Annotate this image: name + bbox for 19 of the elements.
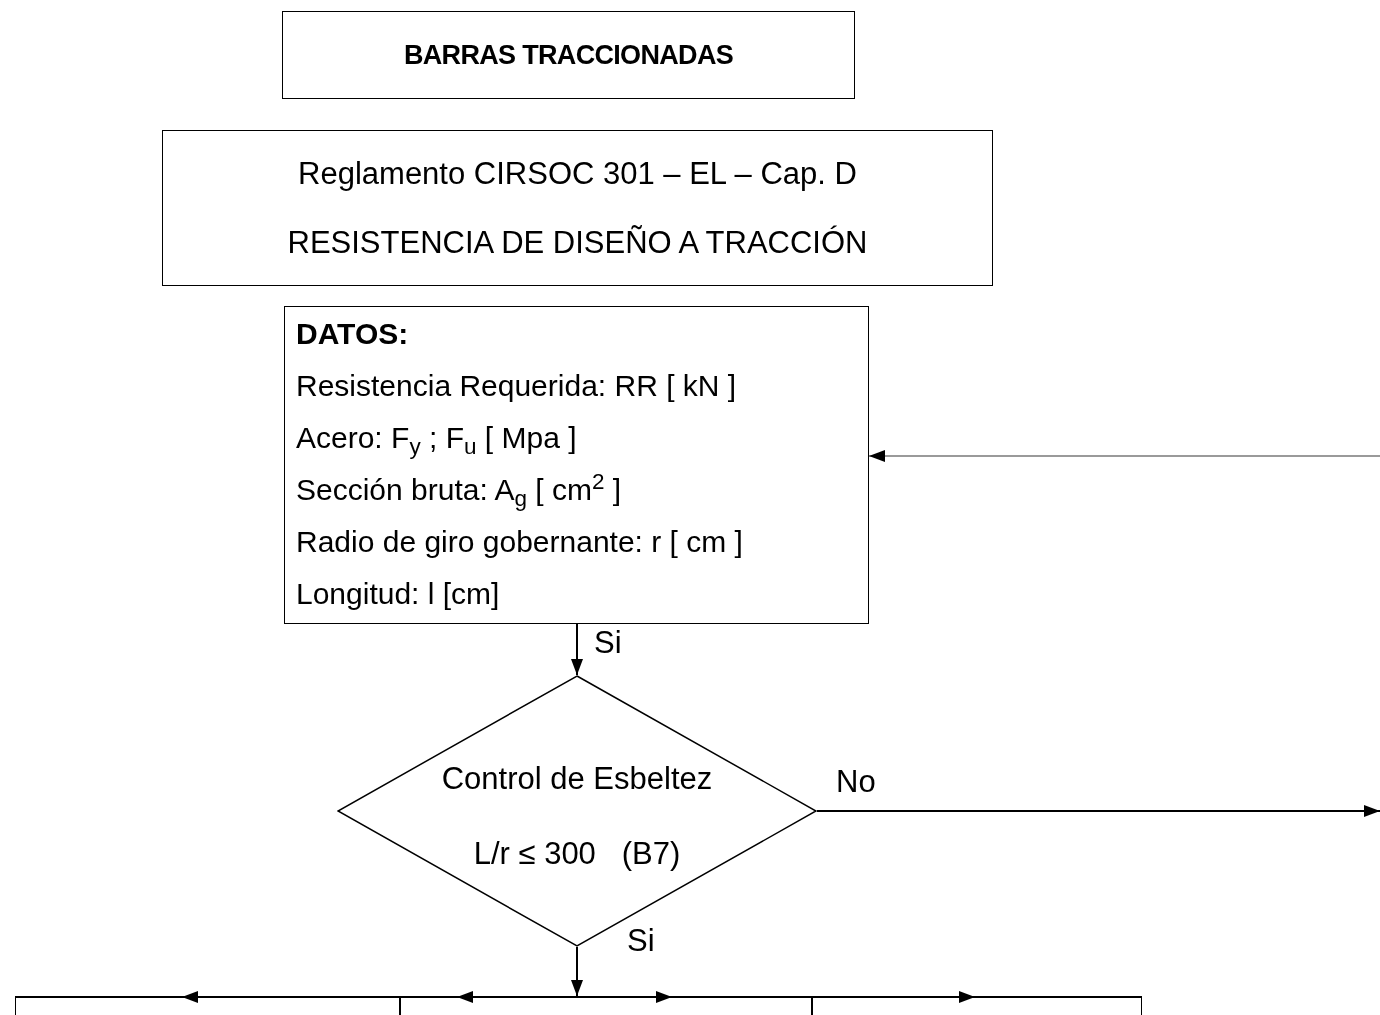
- data-box: [284, 306, 869, 624]
- data-line: Longitud: l [cm]: [296, 576, 501, 612]
- arrow: [571, 623, 583, 676]
- arrow: [576, 991, 1143, 1003]
- arrow: [816, 805, 1380, 817]
- data-line: Sección bruta: A$_{g}$ [ cm$^{2}$ ]: [296, 471, 623, 509]
- decision-text: Control de Esbeltez: [441, 763, 713, 794]
- process-box: [162, 130, 993, 286]
- data-line: Radio de giro gobernante: r [ cm ]: [296, 524, 744, 560]
- title-box: [282, 11, 855, 99]
- arrow: [571, 946, 583, 998]
- box-heading: DATOS:: [296, 316, 410, 352]
- arrow: [868, 450, 1380, 462]
- box-text: Reglamento CIRSOC 301 – EL – Cap. D: [298, 158, 857, 189]
- decision-text: L/r ≤ 300 (B7): [473, 838, 681, 869]
- data-line: Acero: F$_{y}$ ; F$_{u}$ [ Mpa ]: [296, 420, 578, 457]
- title-text: BARRAS TRACCIONADAS: [403, 38, 734, 72]
- box-text: RESISTENCIA DE DISEÑO A TRACCIÓN: [287, 227, 868, 258]
- data-line: Resistencia Requerida: RR [ kN ]: [296, 368, 738, 404]
